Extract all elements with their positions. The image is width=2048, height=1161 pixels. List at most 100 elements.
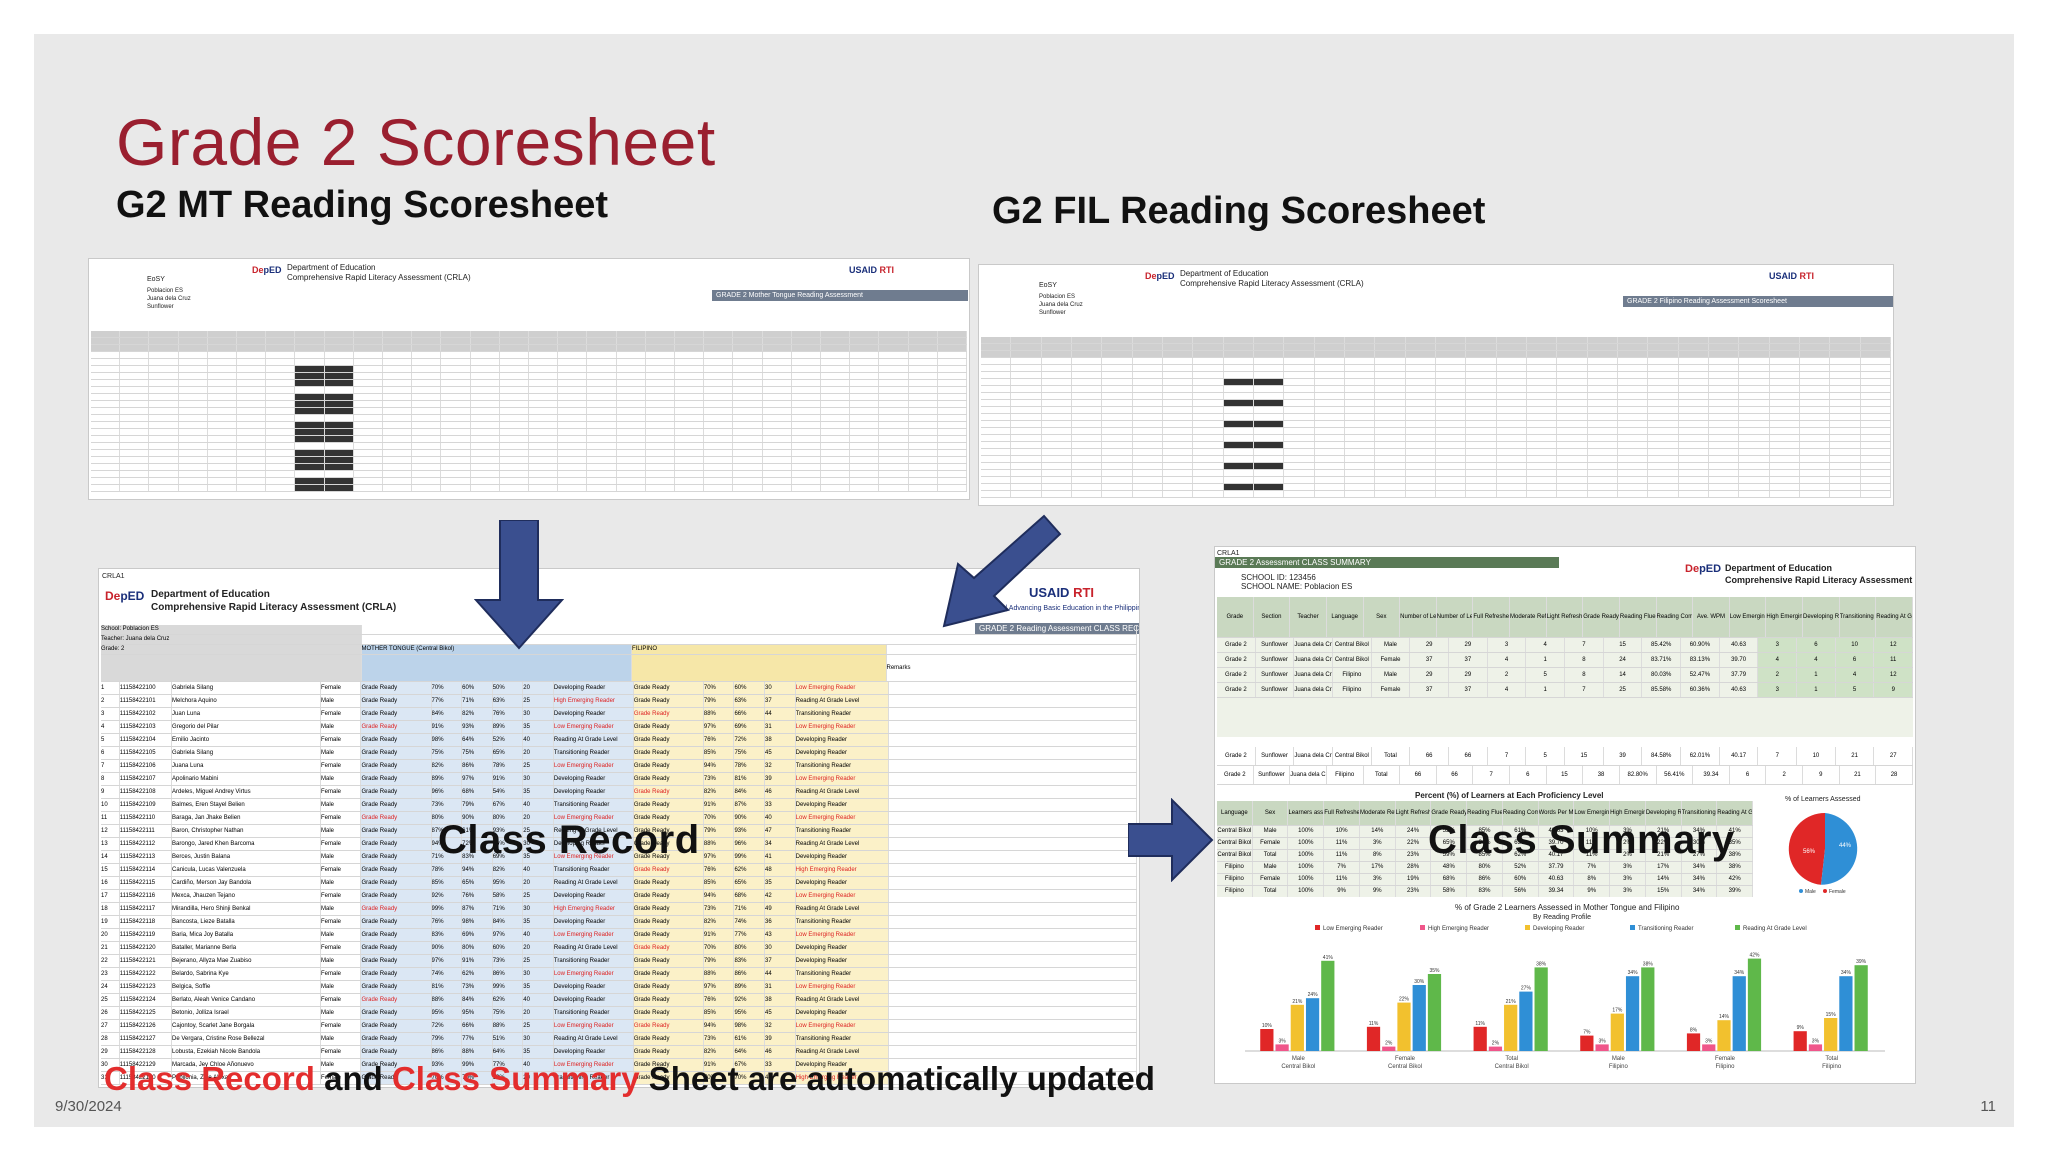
grid-cell [1466, 477, 1497, 483]
table-cell: Reading Comprehension [1656, 597, 1694, 637]
table-cell: 33 [765, 799, 796, 811]
grid-cell [645, 331, 676, 337]
table-cell: 11158422129 [120, 1059, 173, 1071]
bar-value-label: 22% [1399, 997, 1410, 1003]
grid-cell [1193, 358, 1224, 364]
grid-cell [616, 338, 646, 344]
grid-cell [1102, 463, 1133, 469]
grid-cell [792, 485, 822, 491]
grid-cell [471, 450, 500, 456]
grid-cell [1163, 477, 1194, 483]
grid-cell [1861, 365, 1891, 371]
table-cell: 2% [1610, 838, 1646, 849]
legend-swatch [1630, 925, 1635, 930]
grid-cell [412, 394, 442, 400]
grid-cell [1072, 400, 1103, 406]
table-cell: Transitioning Reader [795, 1033, 890, 1045]
table-cell: 78% [431, 864, 463, 876]
table-cell: Reading Fluency [1467, 801, 1503, 825]
grid-cell [792, 380, 822, 386]
table-cell: 71% [734, 903, 766, 915]
table-cell: 83.71% [1642, 653, 1682, 667]
table-cell: Male [321, 799, 362, 811]
table-cell: 3% [1610, 862, 1646, 873]
category-label: Filipino [1609, 1064, 1629, 1070]
grid-cell [354, 380, 384, 386]
grid-cell [1315, 407, 1345, 413]
grid-cell [1375, 351, 1406, 357]
grid-cell [1618, 463, 1649, 469]
category-label: Filipino [1822, 1064, 1842, 1070]
grid-cell [91, 366, 121, 372]
grid-cell [1830, 386, 1861, 392]
table-cell: Female [321, 734, 362, 746]
table-cell: 66% [734, 708, 766, 720]
table-cell: 15 [1547, 766, 1584, 784]
grid-cell [587, 422, 617, 428]
table-cell: 85% [1467, 826, 1503, 837]
table-cell: Grade Ready [633, 1033, 704, 1045]
grid-cell [675, 387, 705, 393]
grid-cell [646, 485, 676, 491]
grid-cell [1861, 449, 1891, 455]
grid-cell [1436, 449, 1467, 455]
table-cell: Juana dela Cruz [1290, 766, 1327, 784]
grid-row [91, 401, 967, 408]
table-cell: 77% [431, 695, 463, 707]
grid-cell [587, 443, 617, 449]
grid-cell [1163, 449, 1194, 455]
table-cell: Grade Ready [633, 864, 704, 876]
table-cell: 11158422115 [120, 877, 173, 889]
bar-value-label: 35% [1429, 968, 1440, 974]
table-cell: 83% [462, 851, 493, 863]
table-cell: 100% [1288, 862, 1325, 873]
table-cell: 75% [462, 747, 493, 759]
grid-cell [1375, 379, 1406, 385]
category-label: Male [1292, 1056, 1306, 1062]
grid-cell [1223, 421, 1254, 427]
grid-cell [792, 443, 822, 449]
class-record-banner: GRADE 2 Reading Assessment CLASS RECORD [975, 623, 1139, 634]
grid-cell [1709, 372, 1740, 378]
table-cell: 39.70 [1539, 838, 1575, 849]
grid-cell [529, 429, 559, 435]
grid-cell [1345, 491, 1376, 497]
table-cell: 86% [462, 760, 493, 772]
grid-cell [850, 387, 880, 393]
grid-cell [1830, 428, 1861, 434]
grid-cell [471, 380, 500, 386]
table-cell: Male [321, 851, 362, 863]
table-cell: 89% [492, 721, 524, 733]
table-cell: 68% [1431, 874, 1468, 885]
table-cell: 65% [734, 877, 766, 889]
grid-cell [938, 422, 967, 428]
grid-cell [909, 464, 938, 470]
table-cell: 99% [431, 903, 463, 915]
table-cell: 17% [1360, 862, 1396, 873]
table-cell: 38% [1717, 862, 1753, 873]
table-cell [889, 708, 1137, 720]
table-cell: Grade Ready [361, 1020, 432, 1032]
grid-cell [471, 415, 500, 421]
grid-cell [763, 450, 792, 456]
grid-cell [938, 457, 967, 463]
table-cell: 94% [703, 1020, 735, 1032]
grid-cell [149, 359, 179, 365]
table-cell: Transitioning Reader [553, 1072, 634, 1084]
table-cell: 7 [1565, 638, 1604, 652]
grid-cell [1800, 477, 1831, 483]
grid-cell [237, 436, 267, 442]
grid-cell [1648, 372, 1679, 378]
grid-cell [733, 422, 763, 428]
grid-cell [1133, 442, 1163, 448]
table-cell: Grade Ready [361, 877, 432, 889]
grid-cell [324, 436, 354, 442]
grid-cell [821, 373, 851, 379]
table-cell: Sunflower [1256, 638, 1295, 652]
grid-cell [412, 450, 442, 456]
class-summary-thumbnail: CRLA1 GRADE 2 Assessment CLASS SUMMARY S… [1214, 546, 1916, 1084]
grid-cell [237, 380, 267, 386]
grid-cell [179, 373, 208, 379]
grid-cell [850, 345, 880, 351]
